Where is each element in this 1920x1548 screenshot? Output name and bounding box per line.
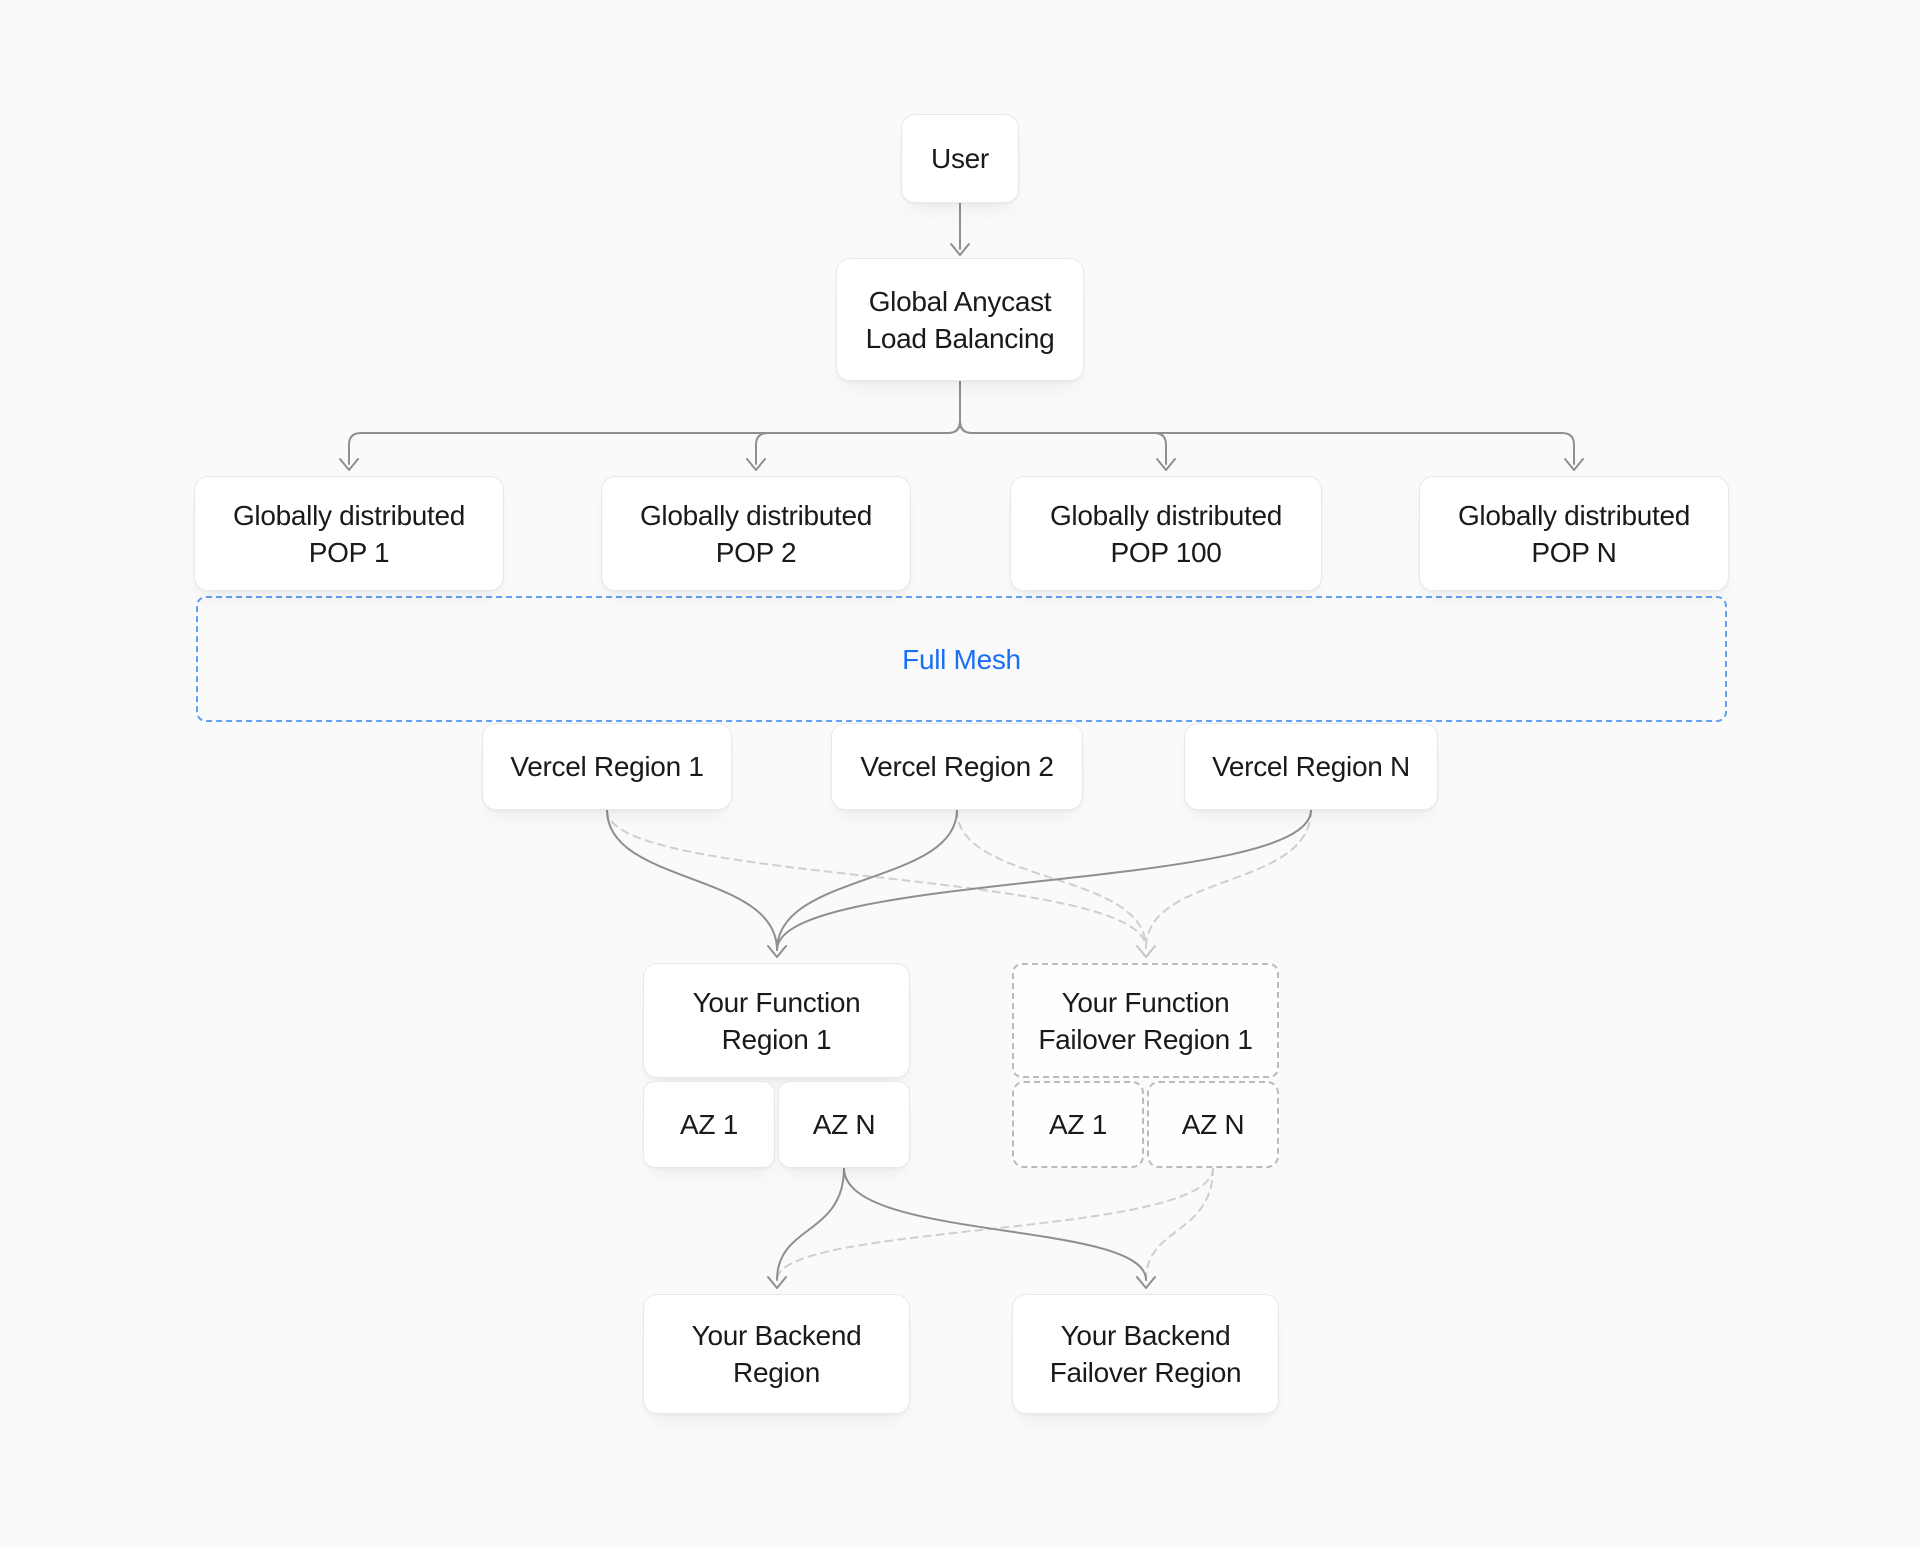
node-function-region-1: Your Function Region 1 [643, 963, 910, 1078]
node-pop-2: Globally distributed POP 2 [601, 476, 911, 591]
edge-vercel-region-2-to-failover [956, 809, 1147, 949]
edge-lb-to-pop-2 [755, 380, 961, 465]
arrowhead-into-pop-1 [339, 458, 359, 471]
arrowhead-into-pop-2 [746, 458, 766, 471]
node-function-az-n: AZ N [778, 1081, 910, 1168]
node-function-failover-region-1: Your Function Failover Region 1 [1012, 963, 1279, 1078]
node-function-az-1: AZ 1 [643, 1081, 775, 1168]
node-pop-n: Globally distributed POP N [1419, 476, 1729, 591]
node-backend-failover-region: Your Backend Failover Region [1012, 1294, 1279, 1414]
edge-lb-to-pop-n [959, 380, 1575, 465]
edge-vercel-region-1-to-failover [606, 809, 1147, 949]
node-pop-100: Globally distributed POP 100 [1010, 476, 1322, 591]
arrowhead-into-backend-failover-region [1136, 1276, 1156, 1289]
edge-lb-to-pop-1 [348, 380, 961, 465]
full-mesh-zone: Full Mesh [196, 596, 1727, 722]
node-vercel-region-2: Vercel Region 2 [831, 723, 1083, 810]
node-user: User [901, 114, 1019, 203]
arrowhead-into-function-failover-region [1136, 945, 1156, 958]
edge-function-az-to-backend [776, 1167, 845, 1281]
node-failover-az-1: AZ 1 [1012, 1081, 1144, 1168]
arrowhead-into-pop-100 [1156, 458, 1176, 471]
node-vercel-region-n: Vercel Region N [1184, 723, 1438, 810]
node-backend-region: Your Backend Region [643, 1294, 910, 1414]
edge-vercel-region-n-to-function [776, 809, 1312, 951]
edge-vercel-region-1-to-function [606, 809, 778, 951]
edge-vercel-region-2-to-function [776, 809, 958, 951]
edge-failover-az-to-backend-failover [1145, 1167, 1214, 1281]
node-pop-1: Globally distributed POP 1 [194, 476, 504, 591]
edge-lb-to-pop-100 [959, 380, 1167, 465]
node-failover-az-n: AZ N [1147, 1081, 1279, 1168]
node-load-balancer: Global Anycast Load Balancing [836, 258, 1084, 381]
edge-function-az-to-backend-failover [843, 1167, 1147, 1281]
arrowhead-into-pop-n [1564, 458, 1584, 471]
arrowhead-into-load-balancer [950, 243, 970, 256]
edge-vercel-region-n-to-failover [1145, 809, 1312, 949]
arrowhead-into-backend-region [767, 1276, 787, 1289]
arrowhead-into-function-region [767, 945, 787, 958]
node-vercel-region-1: Vercel Region 1 [482, 723, 732, 810]
